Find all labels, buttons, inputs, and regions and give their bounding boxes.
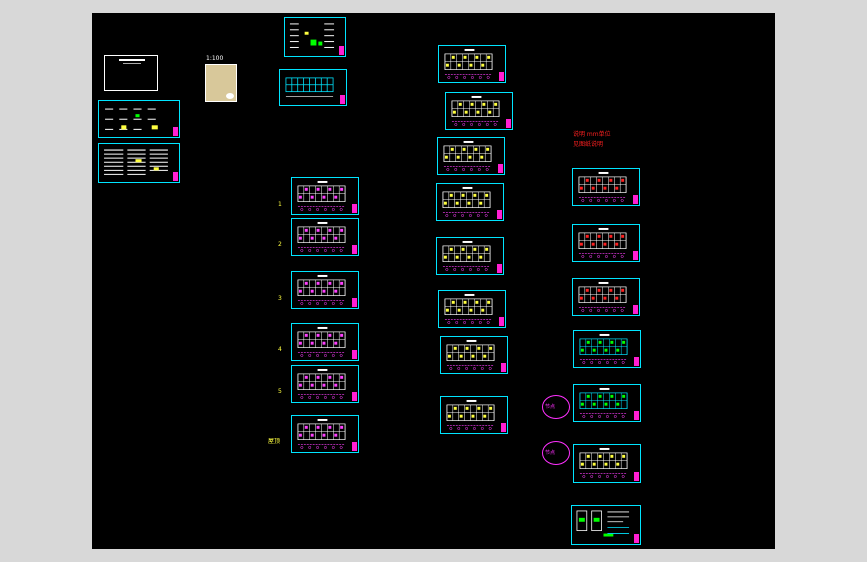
beam-plan-drawing [579, 333, 628, 364]
floor-label-2: 2 [278, 241, 282, 248]
titleblock-marker [352, 245, 357, 254]
detail-callout-2[interactable]: 节点 [542, 441, 570, 465]
sheet-foundation-plan[interactable] [279, 69, 347, 106]
titleblock-marker [499, 72, 504, 81]
sheet-floor-plan-5[interactable] [291, 365, 359, 403]
foundation-plan-drawing [285, 77, 334, 97]
sheet-details-top[interactable] [284, 17, 346, 57]
sheet-floor-plan-2[interactable] [291, 218, 359, 256]
floor-plan-drawing [297, 368, 346, 399]
sheet-beam-plan-6[interactable] [573, 444, 641, 483]
structure-plan-drawing [443, 140, 492, 171]
scale-label: 1:100 [206, 55, 224, 62]
legend-stamp [226, 93, 234, 99]
floor-plan-drawing [297, 418, 346, 449]
sheet-beam-plan-2[interactable] [572, 224, 640, 262]
titleblock-marker [499, 317, 504, 326]
floor-plan-drawing [297, 221, 346, 252]
beam-plan-drawing [578, 171, 627, 202]
sheet-floor-plan-4[interactable] [291, 323, 359, 361]
floor-label-3: 3 [278, 295, 282, 302]
floor-plan-drawing [297, 326, 346, 357]
titleblock-marker [501, 363, 506, 372]
structure-plan-drawing [442, 240, 491, 271]
floor-label-1: 1 [278, 201, 282, 208]
sheet-structure-plan-6[interactable] [438, 290, 506, 328]
beam-plan-drawing [578, 227, 627, 258]
details-top-drawing [289, 23, 335, 48]
titleblock-marker [634, 534, 639, 543]
structure-plan-drawing [444, 48, 493, 79]
titleblock-marker [352, 350, 357, 359]
structure-plan-drawing [446, 339, 495, 370]
sheet-structure-plan-8[interactable] [440, 396, 508, 434]
cover-sheet-frame[interactable] [104, 55, 158, 91]
cover-subtitle-line [123, 63, 141, 64]
cover-title-line [119, 59, 145, 61]
sheet-structure-plan-3[interactable] [437, 137, 505, 175]
sheet-floor-plan-3[interactable] [291, 271, 359, 309]
sheet-general-notes-2[interactable] [98, 143, 180, 183]
titleblock-marker [497, 264, 502, 273]
titleblock-marker [352, 204, 357, 213]
titleblock-marker [506, 119, 511, 128]
red-note-2: 见图纸说明 [573, 141, 604, 148]
sheet-structure-plan-5[interactable] [436, 237, 504, 275]
titleblock-marker [173, 172, 178, 181]
structure-plan-drawing [442, 186, 491, 217]
structure-plan-drawing [444, 293, 493, 324]
beam-plan-drawing [578, 281, 627, 312]
titleblock-marker [173, 127, 178, 136]
sheet-beam-plan-1[interactable] [572, 168, 640, 206]
legend-sheet[interactable] [205, 64, 237, 102]
structure-plan-drawing [446, 399, 495, 430]
general-notes-1-drawing [105, 108, 158, 130]
sheet-general-notes-1[interactable] [98, 100, 180, 138]
sheet-structure-plan-7[interactable] [440, 336, 508, 374]
titleblock-marker [497, 210, 502, 219]
red-note-1: 说明 mm单位 [573, 131, 611, 138]
titleblock-marker [634, 411, 639, 420]
titleblock-marker [498, 164, 503, 173]
structure-plan-drawing [451, 95, 500, 126]
titleblock-marker [634, 472, 639, 481]
beam-plan-drawing [579, 447, 628, 478]
floor-label-5: 5 [278, 388, 282, 395]
titleblock-marker [633, 195, 638, 204]
titleblock-marker [352, 392, 357, 401]
sheet-stair-details[interactable] [571, 505, 641, 545]
titleblock-marker [340, 95, 345, 104]
beam-plan-drawing [579, 387, 628, 418]
floor-plan-drawing [297, 180, 346, 211]
sheet-roof-plan[interactable] [291, 415, 359, 453]
sheet-beam-plan-3[interactable] [572, 278, 640, 316]
general-notes-2-drawing [104, 149, 168, 175]
sheet-floor-plan-1[interactable] [291, 177, 359, 215]
titleblock-marker [501, 423, 506, 432]
detail-callout-2-label: 节点 [545, 450, 556, 456]
sheet-beam-plan-5[interactable] [573, 384, 641, 422]
sheet-structure-plan-4[interactable] [436, 183, 504, 221]
sheet-beam-plan-4[interactable] [573, 330, 641, 368]
titleblock-marker [633, 251, 638, 260]
detail-callout-1-label: 节点 [545, 404, 556, 410]
sheet-structure-plan-1[interactable] [438, 45, 506, 83]
titleblock-marker [339, 46, 344, 55]
detail-callout-1[interactable]: 节点 [542, 395, 570, 419]
floor-label-4: 4 [278, 346, 282, 353]
stair-details-drawing [576, 510, 630, 537]
cad-model-space[interactable]: 1:100 [92, 13, 775, 549]
sheet-structure-plan-2[interactable] [445, 92, 513, 130]
floor-label-roof: 屋顶 [268, 438, 281, 445]
floor-plan-drawing [297, 274, 346, 305]
titleblock-marker [633, 305, 638, 314]
titleblock-marker [634, 357, 639, 366]
titleblock-marker [352, 442, 357, 451]
titleblock-marker [352, 298, 357, 307]
